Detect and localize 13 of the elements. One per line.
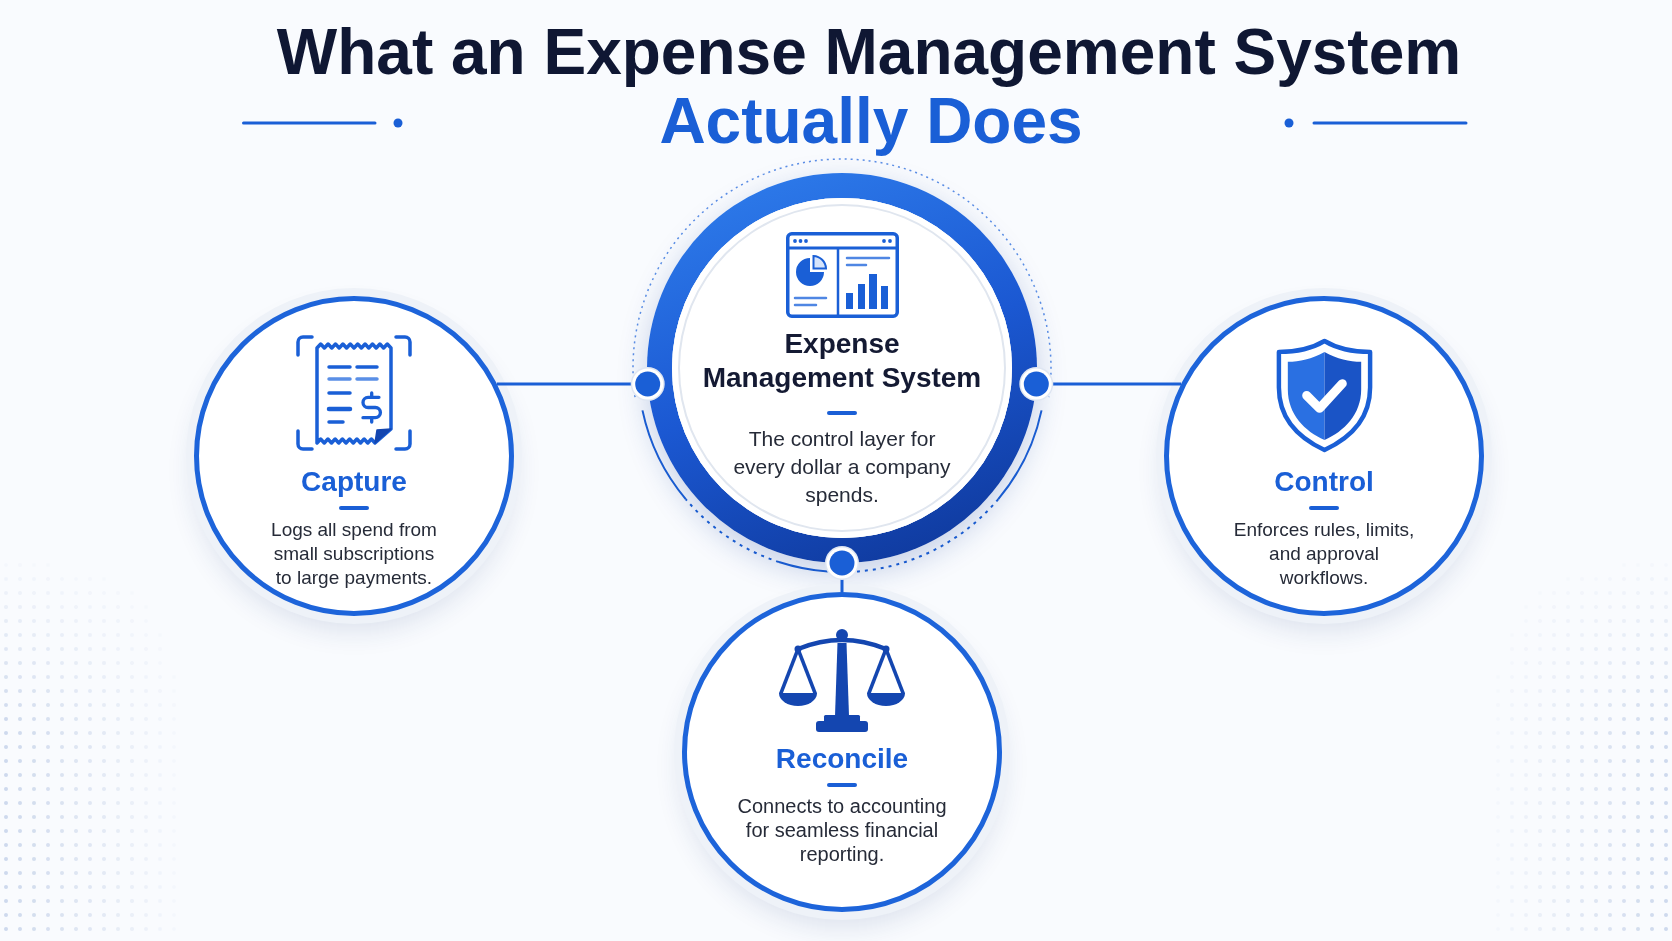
connector-line [825,546,859,592]
node-title: Reconcile [775,742,909,776]
page-title: What an Expense Management System [276,18,1462,87]
node-description: Connects to accounting for seamless financial reporting. [737,794,947,866]
node-title: Control [1274,465,1374,499]
node-title: Expense Management System [701,327,983,395]
node-description: Logs all spend from small subscriptions to large payments. [270,518,438,590]
node-description: Enforces rules, limits, and approval workflows. [1232,518,1416,590]
connector-line [496,367,665,401]
node-description: The control layer for every dollar a company spends. [732,426,952,508]
connector-line [1019,367,1182,401]
page-title: Actually Does [659,87,1083,156]
node-title: Capture [301,465,407,499]
